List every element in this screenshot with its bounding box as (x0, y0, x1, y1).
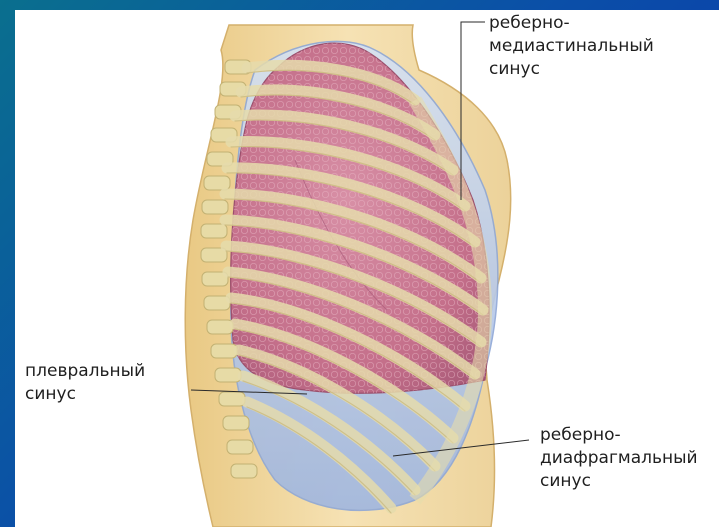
label-line: синус (489, 58, 654, 81)
label-line: реберно- (489, 12, 654, 35)
label-line: реберно- (540, 424, 698, 447)
slide-panel: реберно- медиастинальный синус плевральн… (15, 10, 719, 527)
label-line: плевральный (25, 360, 145, 383)
label-line: синус (540, 470, 698, 493)
label-costophrenic-sinus: реберно- диафрагмальный синус (540, 424, 698, 493)
label-pleural-sinus: плевральный синус (25, 360, 145, 406)
label-costomediastinal-sinus: реберно- медиастинальный синус (489, 12, 654, 81)
label-line: медиастинальный (489, 35, 654, 58)
label-line: синус (25, 383, 145, 406)
label-line: диафрагмальный (540, 447, 698, 470)
